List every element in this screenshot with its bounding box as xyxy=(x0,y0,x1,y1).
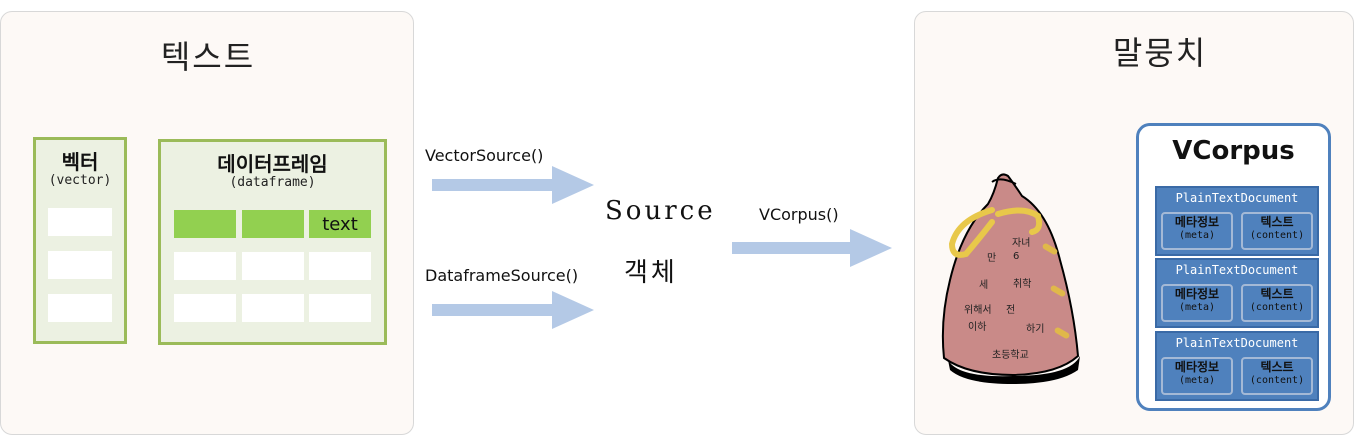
content-box: 텍스트 (content) xyxy=(1241,284,1313,322)
dataframe-subtitle: (dataframe) xyxy=(229,175,316,190)
vcorpus-box: VCorpus PlainTextDocument 메타정보 (meta) 텍스… xyxy=(1136,123,1331,411)
bag-word: 취학 xyxy=(1013,279,1032,290)
meta-info-box: 메타정보 (meta) xyxy=(1161,284,1233,322)
dataframe-cell xyxy=(174,252,236,280)
meta-label-en: (meta) xyxy=(1178,375,1216,386)
content-label-en: (content) xyxy=(1249,230,1305,241)
vector-cell xyxy=(48,208,112,236)
dataframe-source-label: DataframeSource() xyxy=(425,266,579,285)
vector-title: 벡터 xyxy=(61,150,99,174)
bag-word: 전 xyxy=(1006,305,1016,316)
vector-source-label: VectorSource() xyxy=(425,146,544,165)
document-title: PlainTextDocument xyxy=(1175,263,1299,277)
dataframe-header-cell xyxy=(174,210,236,238)
dataframe-cell xyxy=(242,294,304,322)
meta-label-en: (meta) xyxy=(1178,302,1216,313)
bag-word: 위해서 xyxy=(964,305,992,316)
source-object-line1: Source xyxy=(605,196,716,226)
meta-info-box: 메타정보 (meta) xyxy=(1161,357,1233,395)
bag-word: 하기 xyxy=(1026,324,1045,335)
dataframe-cell xyxy=(242,252,304,280)
bag-word: 6 xyxy=(1013,251,1020,262)
vcorpus-arrow xyxy=(732,229,892,267)
dataframe-header-cell xyxy=(242,210,304,238)
document-title: PlainTextDocument xyxy=(1175,191,1299,205)
dataframe-text-cell: text xyxy=(309,210,371,238)
vcorpus-fn-label: VCorpus() xyxy=(759,205,839,224)
vcorpus-title: VCorpus xyxy=(1172,136,1295,166)
word-bag-illustration xyxy=(941,173,1080,384)
content-box: 텍스트 (content) xyxy=(1241,357,1313,395)
content-label: 텍스트 xyxy=(1260,215,1294,229)
meta-label-en: (meta) xyxy=(1178,230,1216,241)
vector-cell xyxy=(48,251,112,279)
dataframe-source-arrow xyxy=(432,291,594,329)
plain-text-document: PlainTextDocument 메타정보 (meta) 텍스트 (conte… xyxy=(1155,258,1319,328)
bag-word: 이하 xyxy=(968,322,987,333)
meta-label: 메타정보 xyxy=(1174,360,1220,374)
content-label: 텍스트 xyxy=(1260,360,1294,374)
bag-word: 초등학교 xyxy=(992,350,1029,361)
meta-info-box: 메타정보 (meta) xyxy=(1161,212,1233,250)
text-panel-title: 텍스트 xyxy=(160,38,256,76)
vector-box: 벡터 (vector) xyxy=(33,137,127,344)
plain-text-document: PlainTextDocument 메타정보 (meta) 텍스트 (conte… xyxy=(1155,331,1319,401)
source-object-line2: 객체 xyxy=(624,258,678,288)
dataframe-cell xyxy=(174,294,236,322)
meta-label: 메타정보 xyxy=(1174,215,1220,229)
plain-text-document: PlainTextDocument 메타정보 (meta) 텍스트 (conte… xyxy=(1155,186,1319,256)
text-panel: 텍스트 벡터 (vector) 데이터프레임 (dataframe) text xyxy=(0,11,414,435)
content-label: 텍스트 xyxy=(1260,287,1294,301)
bag-word: 만 xyxy=(987,253,997,264)
vector-source-arrow xyxy=(432,166,594,204)
meta-label: 메타정보 xyxy=(1174,287,1220,301)
content-box: 텍스트 (content) xyxy=(1241,212,1313,250)
dataframe-cell xyxy=(309,252,371,280)
dataframe-title: 데이터프레임 xyxy=(217,152,328,176)
dataframe-box: 데이터프레임 (dataframe) text xyxy=(158,139,387,345)
bag-word: 자녀 xyxy=(1012,238,1031,249)
document-title: PlainTextDocument xyxy=(1175,336,1299,350)
content-label-en: (content) xyxy=(1249,302,1305,313)
bag-word: 세 xyxy=(979,280,989,291)
corpus-panel-title: 말뭉치 xyxy=(1112,34,1208,72)
dataframe-cell xyxy=(309,294,371,322)
content-label-en: (content) xyxy=(1249,375,1305,386)
vector-cell xyxy=(48,294,112,322)
vector-subtitle: (vector) xyxy=(48,173,112,188)
